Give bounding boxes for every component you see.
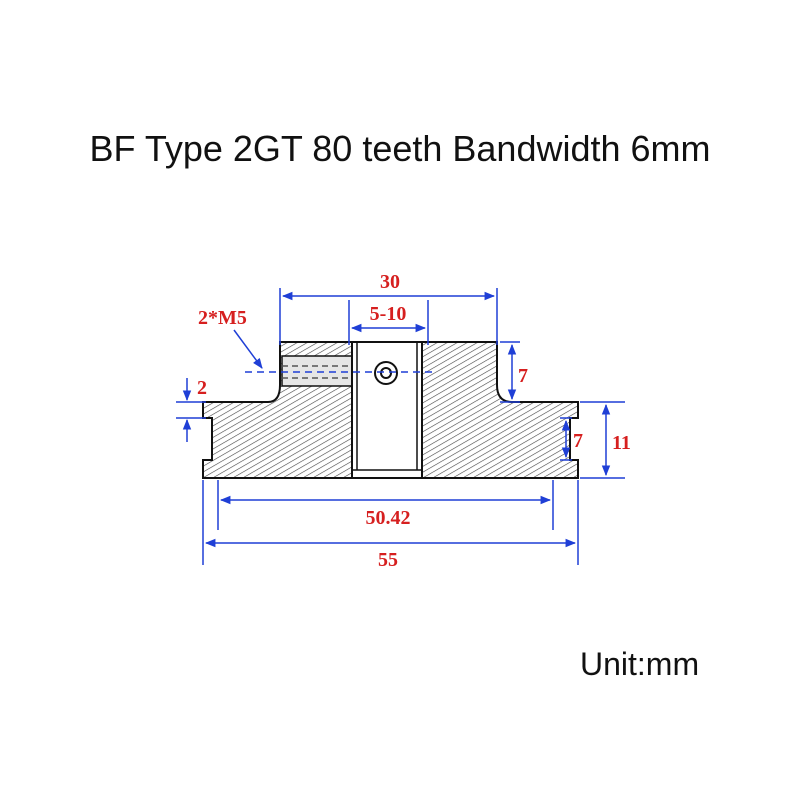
dim-pitch-diameter-label: 50.42 xyxy=(366,507,411,529)
dim-total-height xyxy=(580,401,625,479)
unit-label: Unit:mm xyxy=(580,646,700,682)
dim-outer-diameter xyxy=(202,480,579,565)
diagram-title: BF Type 2GT 80 teeth Bandwidth 6mm xyxy=(89,128,711,169)
dim-bore xyxy=(348,300,429,345)
dim-tooth-width-label: 7 xyxy=(573,430,583,452)
dim-hub-height-label: 7 xyxy=(518,365,528,387)
set-screw-hole xyxy=(281,355,353,387)
dim-hub-width xyxy=(279,288,498,345)
dim-hub-height xyxy=(500,341,520,403)
dim-outer-diameter-label: 55 xyxy=(378,549,398,571)
dim-total-height-label: 11 xyxy=(612,432,631,454)
dim-tooth-width xyxy=(560,417,572,461)
dim-pitch-diameter xyxy=(217,480,554,530)
pulley-section xyxy=(202,341,579,479)
dim-flange-step-label: 2 xyxy=(197,377,207,399)
dim-set-screw-label: 2*M5 xyxy=(198,307,247,329)
dim-bore-label: 5-10 xyxy=(370,303,407,325)
dim-flange-step xyxy=(176,378,206,442)
dim-hub-width-label: 30 xyxy=(380,271,400,293)
set-screw-leader xyxy=(233,329,263,369)
